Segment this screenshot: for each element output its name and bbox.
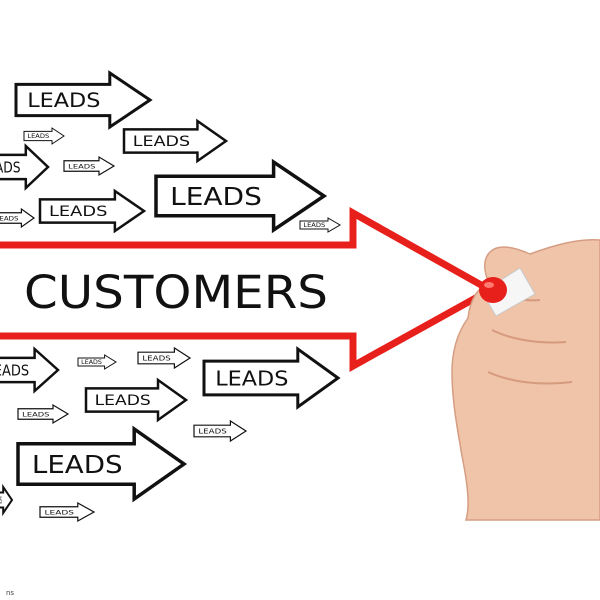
- lead-arrow: [0, 143, 50, 191]
- lead-arrow: [0, 483, 14, 517]
- lead-arrow-label: LEADS: [68, 162, 95, 170]
- lead-arrow-label: LEADS: [0, 158, 21, 176]
- lead-arrows-group: LEADS LEADS LEADS LEADS LEADS LEADS LEADS LEADS…: [0, 70, 341, 523]
- lead-arrow-label: LEADS: [133, 134, 190, 150]
- marker-tip-highlight: [484, 282, 494, 288]
- lead-arrow-label: LEADS: [45, 508, 74, 516]
- lead-arrow: [38, 188, 147, 234]
- lead-arrow-label: LEADS: [170, 182, 262, 211]
- lead-arrow: [137, 346, 192, 370]
- customers-arrow: CUSTOMERS: [0, 207, 498, 372]
- corner-text: ns: [6, 589, 15, 597]
- lead-arrow-label: LEADS: [215, 367, 288, 391]
- lead-arrow: [23, 127, 65, 145]
- lead-arrow: [154, 158, 328, 234]
- lead-arrow: [202, 346, 341, 410]
- hand-with-marker: [451, 238, 600, 521]
- lead-arrow-label: LEADS: [32, 450, 123, 479]
- lead-arrow: [16, 425, 188, 503]
- lead-arrow: [14, 70, 153, 130]
- lead-arrow: [0, 207, 36, 229]
- marker-body: [481, 267, 536, 317]
- lead-arrow: [299, 217, 341, 233]
- customers-label: CUSTOMERS: [24, 266, 328, 319]
- lead-arrow-label: LEADS: [142, 354, 171, 363]
- lead-arrow: [193, 419, 248, 443]
- lead-arrow-label: LEADS: [303, 222, 325, 229]
- lead-arrow: [39, 501, 96, 523]
- lead-arrow-label: LEADS: [81, 359, 102, 366]
- lead-arrow: [63, 155, 116, 177]
- lead-arrow-label: LEADS: [95, 393, 151, 409]
- lead-arrow-label: LEADS: [0, 361, 29, 379]
- lead-arrow-label: LEADS: [0, 495, 2, 506]
- finger-crease: [487, 371, 573, 385]
- marker-tip: [479, 277, 507, 303]
- lead-arrow: [84, 377, 189, 423]
- lead-arrow: [17, 403, 70, 425]
- lead-arrow: [0, 346, 60, 394]
- lead-arrow: [122, 118, 229, 164]
- finger-crease: [491, 329, 567, 344]
- lead-arrow-label: LEADS: [22, 410, 49, 418]
- hand: [451, 238, 600, 521]
- lead-arrow: [77, 354, 117, 370]
- lead-arrow-label: LEADS: [198, 427, 227, 436]
- lead-arrow-label: LEADS: [49, 204, 107, 220]
- lead-arrow-label: LEADS: [27, 133, 49, 140]
- lead-arrow-label: LEADS: [0, 214, 18, 222]
- lead-arrow-label: LEADS: [27, 89, 100, 112]
